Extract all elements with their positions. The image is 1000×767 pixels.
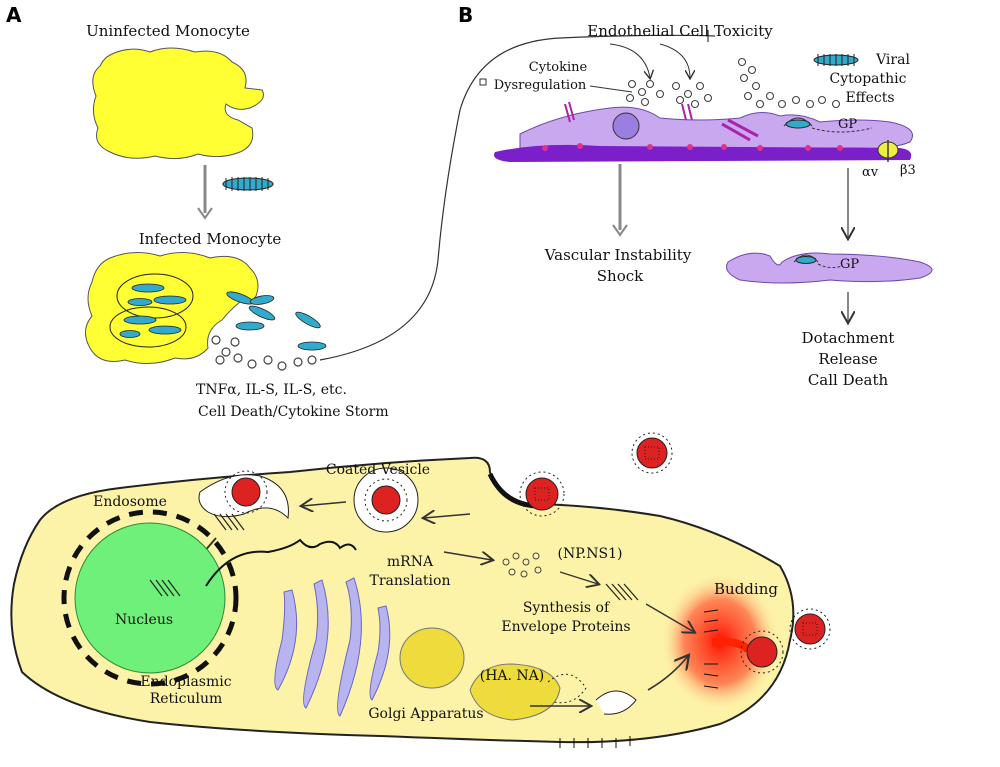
- small-square-icon: [479, 78, 487, 86]
- budding-virus: [746, 636, 778, 668]
- gp-chain: [811, 127, 873, 133]
- cell-death-label: Call Death: [808, 371, 889, 389]
- budding-spikes: [740, 630, 784, 674]
- panel-b-label: B: [458, 3, 473, 27]
- receptors: [564, 101, 693, 123]
- virion-group: [119, 283, 327, 351]
- translation-label: Translation: [370, 573, 451, 589]
- shock-label: Shock: [597, 267, 644, 285]
- assembling-rna: [605, 583, 639, 601]
- nuclear-rna: [149, 579, 181, 597]
- vacuole: [109, 306, 187, 348]
- golgi-vesicle: [399, 627, 465, 689]
- golgi-label: Golgi Apparatus: [368, 706, 483, 722]
- np-label: (NP.NS1): [558, 546, 623, 562]
- cytokine-dysregulation-label-2: Dysregulation: [494, 78, 587, 93]
- cytokine-storm-label: Cell Death/Cytokine Storm: [198, 404, 389, 420]
- release-label: Release: [818, 350, 877, 368]
- arrow-head: [197, 207, 213, 220]
- cytokine-list: TNFα, IL-S, IL-S, etc.: [196, 382, 347, 398]
- infected-monocyte: [85, 252, 259, 364]
- pointer-line: [589, 85, 633, 93]
- arrow-translation: [443, 552, 492, 560]
- surface-spikes: [559, 736, 631, 748]
- er-label-2: Reticulum: [150, 691, 223, 707]
- er-label-1: Endoplasmic: [140, 674, 231, 690]
- panel-a-label: A: [6, 3, 22, 27]
- free-virus: [789, 608, 831, 650]
- cytokine-arrow: [609, 43, 650, 78]
- vesicle-spikes: [364, 478, 408, 522]
- free-virus: [631, 432, 673, 474]
- arrow-head: [612, 224, 628, 237]
- coated-vesicle-label: Coated Vesicle: [326, 462, 430, 478]
- beta3-label: β3: [900, 163, 916, 178]
- vesicle-outline: [783, 117, 813, 127]
- virion-icon: [222, 177, 274, 191]
- detachment-label: Dotachment: [802, 329, 895, 347]
- vacuole: [116, 273, 194, 319]
- detached-cell: [726, 252, 933, 284]
- cytokine-dots: [211, 335, 317, 371]
- viral-label-2: Cytopathic: [830, 71, 907, 87]
- gp2-label: GP: [840, 257, 859, 272]
- arrow-np: [559, 571, 598, 584]
- viral-virion-icon: [813, 54, 859, 66]
- arrow-vesicle: [424, 514, 471, 518]
- nucleus-label: Nucleus: [115, 612, 173, 628]
- vesicle-virus: [371, 485, 401, 515]
- uninfected-monocyte: [92, 47, 264, 160]
- endothelial-nucleus: [612, 112, 640, 140]
- rna-segments: [213, 513, 245, 531]
- synthesis-label-1: Synthesis of: [523, 600, 611, 616]
- vesicle-outline: [793, 254, 819, 263]
- gp-label: GP: [838, 117, 857, 132]
- viral-label-3: Effects: [845, 90, 894, 106]
- gp-chain: [817, 263, 843, 269]
- attaching-virus: [519, 471, 565, 517]
- endosome-spikes: [224, 470, 268, 514]
- golgi-spikes: [547, 673, 587, 704]
- cytokine-dysregulation-label-1: Cytokine: [529, 60, 588, 75]
- membrane-bars: [721, 118, 759, 142]
- junction-dots: [542, 143, 843, 151]
- np-proteins: [502, 552, 542, 578]
- viral-label-1: Viral: [875, 52, 910, 68]
- infected-monocyte-label: Infected Monocyte: [139, 230, 282, 248]
- endosome-label: Endosome: [93, 494, 167, 510]
- nucleus: [74, 522, 226, 674]
- alpha-v-label: αv: [862, 165, 879, 180]
- mrna-strand: [205, 538, 357, 587]
- membrane-spikes: [703, 609, 719, 689]
- synthesis-label-2: Envelope Proteins: [501, 619, 630, 635]
- mrna-label: mRNA: [387, 554, 434, 570]
- secretory-vesicle: [595, 690, 637, 715]
- cytokine-arrow: [659, 43, 690, 78]
- nuclear-envelope: [61, 509, 239, 687]
- arrow-to-membrane: [647, 656, 688, 691]
- arrow-to-endosome: [302, 502, 347, 506]
- vascular-instability-label: Vascular Instability: [544, 246, 692, 264]
- endoplasmic-reticulum: [274, 577, 391, 717]
- host-cell: [10, 456, 795, 744]
- uninfected-monocyte-label: Uninfected Monocyte: [86, 22, 250, 40]
- budding-label: Budding: [714, 580, 778, 598]
- cytokine-cluster: [625, 57, 841, 109]
- endothelial-title: Endothelial Cell Toxicity: [587, 22, 773, 40]
- budding-neck: [711, 637, 752, 653]
- arrow-to-budding: [645, 603, 694, 632]
- hana-label: (HA. NA): [480, 668, 545, 684]
- endosome-virus: [231, 477, 261, 507]
- connector-curve: [319, 34, 716, 361]
